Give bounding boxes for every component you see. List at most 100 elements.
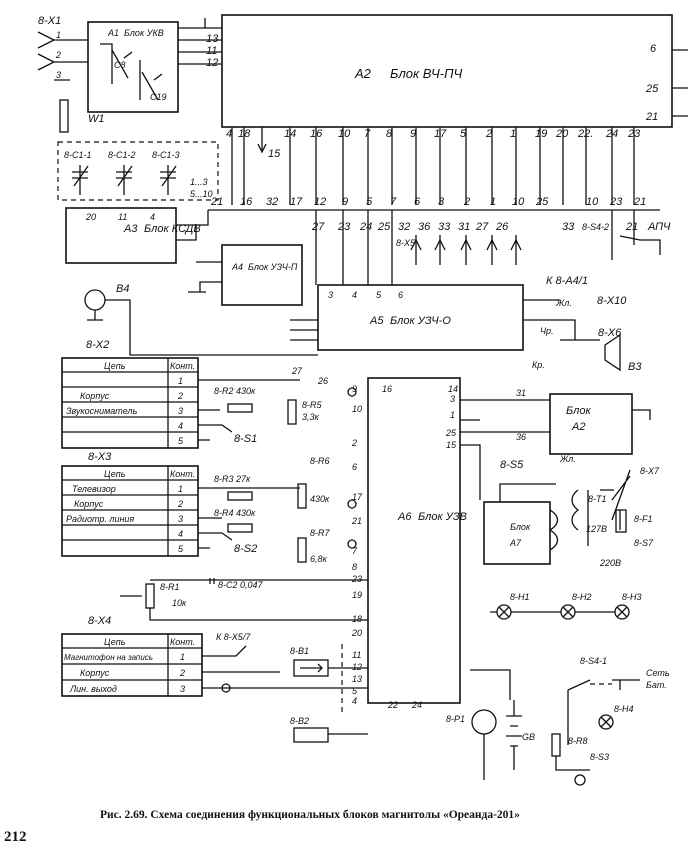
page-number: 212	[4, 829, 27, 845]
block-a6: А6 Блок УЗВ	[367, 377, 467, 704]
a2-pin: 25	[645, 83, 659, 95]
x4-label: 8-Х4	[88, 615, 111, 627]
svg-text:25: 25	[377, 221, 391, 233]
b2-symbol	[293, 727, 329, 743]
svg-text:Блок УЗВ: Блок УЗВ	[418, 511, 467, 523]
r2-symbol	[227, 403, 253, 413]
h1-label: 8-Н1	[510, 592, 530, 602]
svg-text:5: 5	[178, 436, 184, 446]
svg-text:А2: А2	[571, 421, 585, 433]
x1-label: 8-Х1	[38, 15, 61, 27]
r4-symbol	[227, 523, 253, 533]
svg-text:Звукосниматель: Звукосниматель	[66, 406, 138, 416]
svg-text:Блок КСДВ: Блок КСДВ	[144, 223, 201, 235]
c1-tuning-capacitor: 8-С1-1 8-С1-2 8-С1-3 1...3 5...10	[57, 141, 219, 201]
svg-text:19: 19	[352, 590, 362, 600]
svg-text:Блок: Блок	[566, 405, 591, 417]
svg-text:36: 36	[418, 221, 431, 233]
svg-text:С19: С19	[150, 92, 167, 102]
block-a7: Блок А7	[483, 501, 551, 565]
block-a2-small: Блок А2	[549, 393, 633, 455]
r6-label: 8-R6	[310, 456, 330, 466]
a6-right-pins: 14 3 1 25 15 31 36	[445, 384, 526, 450]
svg-text:Лин. выход: Лин. выход	[69, 684, 117, 694]
x6-label: 8-Х6	[598, 327, 622, 339]
w1-label: W1	[88, 113, 105, 125]
pin-15-label: 15	[268, 148, 281, 160]
svg-text:3: 3	[438, 196, 445, 208]
a2-pin: 11	[206, 45, 217, 57]
svg-text:2: 2	[485, 128, 492, 140]
svg-text:10: 10	[338, 128, 351, 140]
x1-pin: 2	[55, 50, 61, 60]
svg-text:6: 6	[352, 462, 357, 472]
svg-text:31: 31	[516, 388, 526, 398]
r1-label: 8-R1	[160, 582, 180, 592]
svg-text:36: 36	[516, 432, 526, 442]
svg-text:А7: А7	[509, 538, 522, 548]
svg-text:Радиотр. линия: Радиотр. линия	[66, 514, 134, 524]
svg-text:7: 7	[352, 546, 358, 556]
x7-label: 8-Х7	[640, 466, 660, 476]
r4-label: 8-R4 430к	[214, 508, 256, 518]
svg-text:А1: А1	[107, 28, 119, 38]
svg-text:20: 20	[351, 628, 362, 638]
zhl2-label: Жл.	[559, 454, 576, 464]
x5-note: К 8-Х5/7	[216, 632, 251, 642]
b1-label: 8-В1	[290, 646, 309, 656]
svg-text:8-С1-1: 8-С1-1	[64, 150, 92, 160]
svg-text:А5: А5	[369, 315, 384, 327]
s5-label: 8-S5	[500, 459, 524, 471]
r8-symbol	[551, 733, 561, 757]
block-a3: А3 Блок КСДВ 20 11 4	[65, 207, 201, 264]
a2-pin: 12	[206, 57, 218, 69]
v127-label: 127В	[586, 524, 607, 534]
svg-text:2: 2	[177, 391, 183, 401]
svg-text:25: 25	[535, 196, 549, 208]
x5-label: 8-Х5	[396, 238, 416, 248]
svg-text:А4: А4	[231, 262, 243, 272]
svg-text:Корпус: Корпус	[80, 668, 110, 678]
svg-text:6: 6	[398, 290, 403, 300]
lamps	[490, 604, 630, 730]
r3-label: 8-R3 27к	[214, 474, 251, 484]
svg-text:14: 14	[448, 384, 458, 394]
svg-text:23: 23	[609, 196, 623, 208]
b2-label: 8-В2	[290, 716, 309, 726]
svg-text:Цепь: Цепь	[104, 637, 126, 647]
a4-note: К 8-А4/1	[546, 275, 588, 287]
svg-text:Корпус: Корпус	[80, 391, 110, 401]
svg-text:8: 8	[386, 128, 393, 140]
svg-text:17: 17	[352, 492, 363, 502]
a2-pin: 6	[650, 43, 657, 55]
svg-text:13: 13	[352, 674, 362, 684]
zhl-label: Жл.	[555, 298, 572, 308]
svg-text:21: 21	[351, 516, 362, 526]
svg-text:24: 24	[359, 221, 372, 233]
r3-symbol	[227, 491, 253, 501]
svg-text:Корпус: Корпус	[74, 499, 104, 509]
t1-label: 8-Т1	[588, 494, 607, 504]
b4-symbol	[84, 289, 106, 311]
svg-text:1...3: 1...3	[190, 177, 208, 187]
r7-label: 8-R7	[310, 528, 331, 538]
svg-text:4: 4	[150, 212, 155, 222]
svg-text:24: 24	[411, 700, 422, 710]
svg-text:21: 21	[633, 196, 646, 208]
pin-27: 27	[291, 366, 303, 376]
svg-text:Блок УЗЧ-О: Блок УЗЧ-О	[390, 315, 451, 327]
svg-text:Конт.: Конт.	[170, 637, 195, 647]
a2-pin: 21	[645, 111, 658, 123]
svg-text:1: 1	[178, 484, 183, 494]
kr-label: Кр.	[532, 360, 545, 370]
r6-symbol	[297, 483, 307, 509]
svg-text:4: 4	[226, 128, 232, 140]
svg-text:3: 3	[328, 290, 333, 300]
svg-text:8: 8	[352, 562, 357, 572]
svg-text:4: 4	[352, 290, 357, 300]
svg-text:Цепь: Цепь	[104, 361, 126, 371]
bus-row1-labels: 21 16 32 17 12 9 5 7 6 3 2 1 10 25 10 23…	[210, 196, 646, 208]
bus-row2-labels: 27 23 24 25 32 36 33 31 27 26 33 21	[311, 221, 638, 233]
h2-label: 8-Н2	[572, 592, 592, 602]
svg-text:11: 11	[118, 212, 127, 222]
